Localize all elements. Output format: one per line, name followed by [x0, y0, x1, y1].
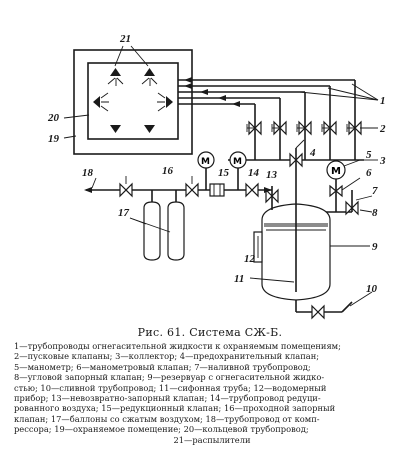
svg-text:M: M — [201, 157, 210, 167]
legend-line: 8—угловой запорный клапан; 9—резервуар с… — [14, 372, 325, 383]
angle-valve-icon — [345, 200, 359, 216]
figure-caption-title: Рис. 61. Система СЖ-Б. — [137, 326, 283, 339]
legend-line: прибор; 13—невозвратно-запорный клапан; … — [14, 393, 321, 404]
legend-line: 1—трубопроводы огнегасительной жидкости … — [14, 341, 341, 351]
sprayer-icon — [93, 96, 100, 108]
label-13: 13 — [266, 169, 278, 181]
legend-line: 5—манометр; 6—манометровый клапан; 7—нал… — [14, 361, 311, 372]
label-15: 15 — [218, 167, 230, 179]
pass-through-valve — [185, 176, 199, 198]
label-10: 10 — [366, 283, 378, 295]
legend-line: рессора; 19—охраняемое помещение; 20—кол… — [14, 424, 309, 435]
drain-pipeline — [295, 300, 353, 320]
sprayer-icon — [144, 68, 155, 76]
label-2: 2 — [379, 123, 386, 135]
sprayer-icon — [144, 125, 155, 133]
label-1: 1 — [380, 95, 386, 107]
label-4: 4 — [309, 147, 316, 159]
figure-legend: 1—трубопроводы огнегасительной жидкости … — [14, 341, 410, 445]
start-valves — [246, 120, 362, 136]
legend-line: 21—распылители — [173, 434, 251, 445]
svg-text:M: M — [233, 157, 242, 167]
reducing-valve — [209, 183, 225, 197]
fire-system-diagram: 21 20 19 1 2 3 — [47, 33, 386, 320]
label-20: 20 — [47, 112, 60, 124]
label-8: 8 — [372, 207, 378, 219]
air-cylinders — [143, 190, 185, 261]
sprayer-group — [93, 68, 173, 133]
water-gauge — [253, 231, 263, 263]
label-12: 12 — [244, 253, 256, 265]
label-17: 17 — [118, 207, 130, 219]
line-manometer: M — [197, 151, 215, 190]
reservoir — [261, 200, 331, 301]
manometer: M — [326, 160, 346, 198]
label-18: 18 — [82, 167, 94, 179]
label-19: 19 — [48, 133, 60, 145]
protected-room — [73, 49, 193, 155]
legend-line: рованного воздуха; 15—редукционный клапа… — [14, 403, 336, 414]
label-11: 11 — [234, 273, 244, 285]
label-6: 6 — [366, 167, 372, 179]
label-3: 3 — [379, 155, 386, 167]
sprayer-icon — [166, 96, 173, 108]
sprayer-icon — [110, 68, 121, 76]
label-5: 5 — [366, 149, 372, 161]
compressor-pipeline — [84, 176, 272, 198]
legend-line: 2—пусковые клапаны; 3—коллектор; 4—предо… — [14, 351, 320, 362]
legend-line: стью; 10—сливной трубопровод; 11—сифонна… — [14, 382, 327, 393]
manometer-valve-icon — [329, 184, 343, 198]
reduced-air-pipeline: M — [229, 151, 272, 198]
gauge-symbol: M — [331, 166, 341, 177]
label-7: 7 — [372, 185, 378, 197]
label-21: 21 — [119, 33, 131, 45]
pipelines-to-rooms — [178, 77, 356, 160]
label-16: 16 — [162, 165, 174, 177]
sprayer-icon — [110, 125, 121, 133]
safety-valve — [289, 139, 305, 200]
label-14: 14 — [248, 167, 260, 179]
ring-pipeline — [87, 62, 179, 140]
label-9: 9 — [372, 241, 378, 253]
legend-line: клапан; 17—баллоны со сжатым воздухом; 1… — [14, 413, 320, 424]
